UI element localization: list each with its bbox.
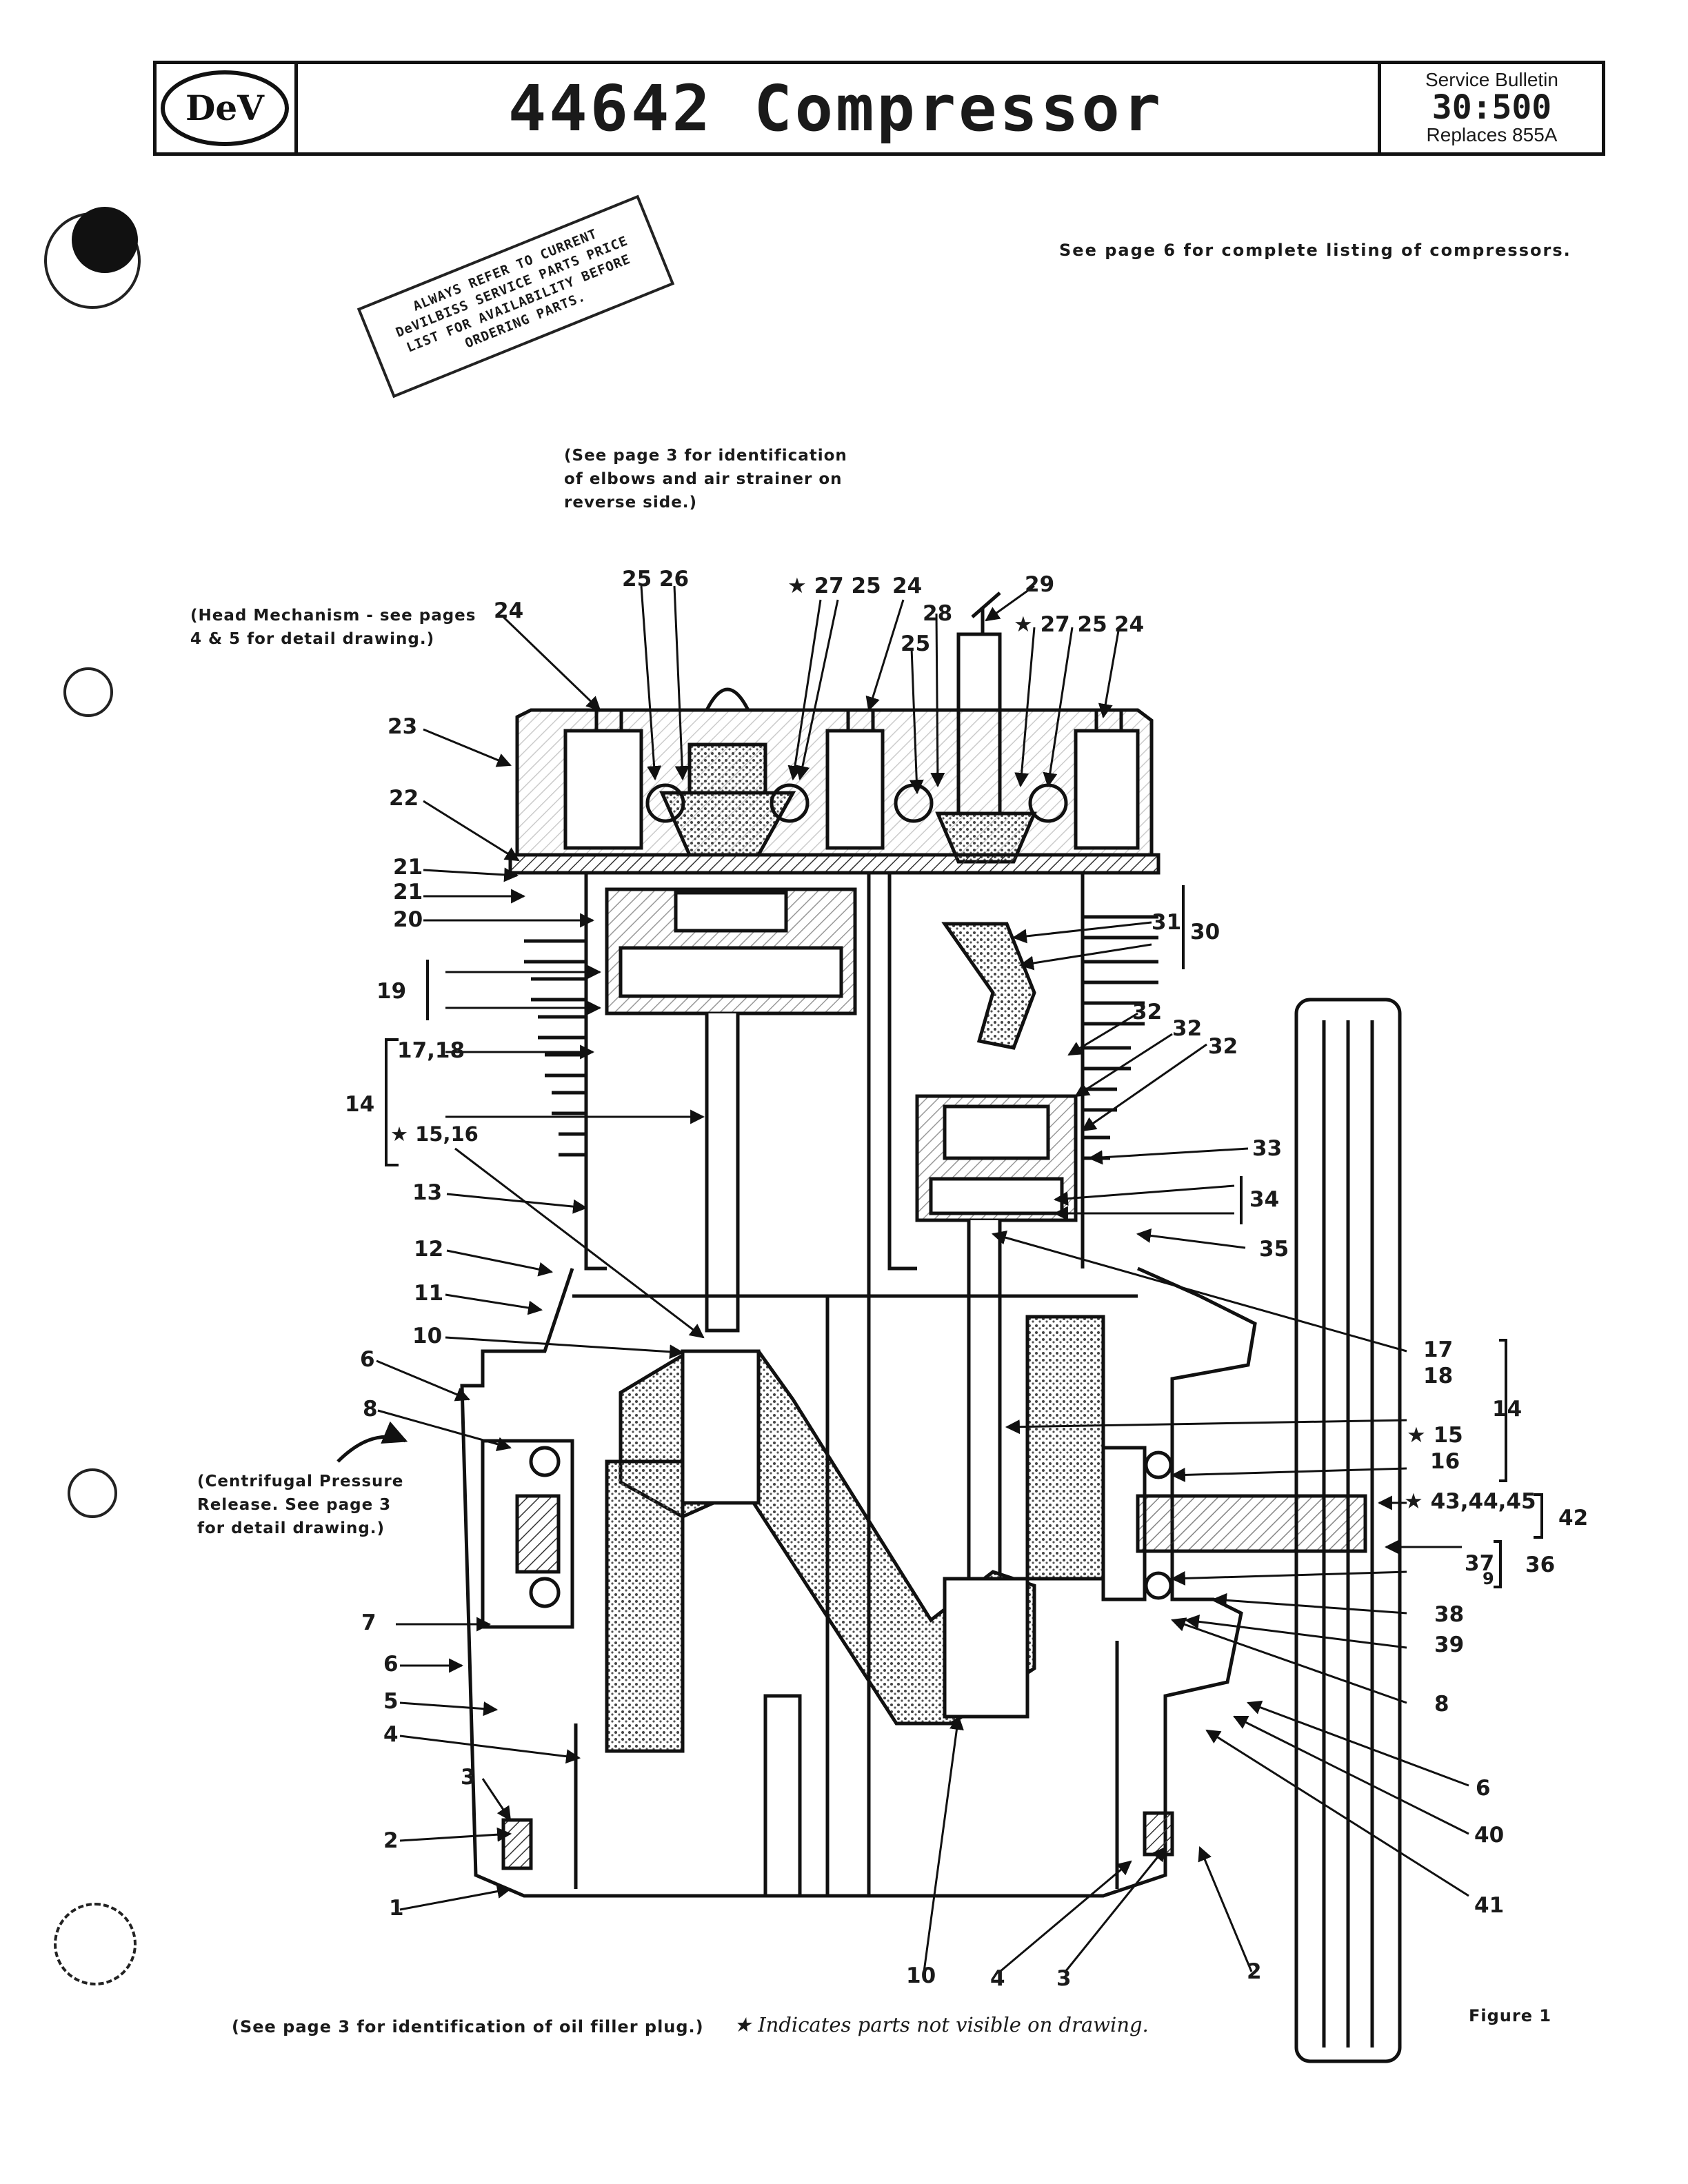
callout-40: 40 [1474, 1823, 1505, 1848]
callout-5: 5 [383, 1689, 399, 1714]
page-title: 44642 Compressor [508, 71, 1164, 145]
callout-14-right: 14 [1492, 1397, 1523, 1422]
callout-12: 12 [414, 1237, 444, 1262]
callout-18-right: 18 [1423, 1364, 1454, 1388]
callout-6-right: 6 [1476, 1776, 1491, 1801]
callout-32-b: 32 [1172, 1016, 1203, 1041]
note-head-mechanism: (Head Mechanism - see pages 4 & 5 for de… [190, 604, 476, 651]
callout-38: 38 [1434, 1602, 1465, 1627]
replaces-text: Replaces 855A [1426, 124, 1558, 145]
note-centrifugal-line-1: (Centrifugal Pressure [197, 1473, 404, 1490]
callout-24-a: 24 [494, 598, 524, 623]
callout-4-bottom: 4 [990, 1966, 1005, 1991]
note-centrifugal-line-3: for detail drawing.) [197, 1519, 385, 1537]
bulletin-number: 30:500 [1431, 88, 1552, 127]
callout-15-16: ★ 15,16 [390, 1122, 479, 1146]
devilbiss-logo: DeV [161, 70, 289, 146]
figure-label: Figure 1 [1469, 2006, 1552, 2025]
callout-2-left: 2 [383, 1828, 399, 1853]
callout-24-c: 24 [1114, 612, 1145, 637]
header-frame [153, 61, 1605, 156]
belt-pulley [1294, 998, 1402, 2063]
callout-39: 39 [1434, 1632, 1465, 1657]
callout-2-bottom: 2 [1247, 1959, 1262, 1984]
callout-21-a: 21 [393, 855, 423, 880]
callout-13: 13 [412, 1180, 443, 1205]
callout-4-left: 4 [383, 1722, 399, 1747]
cooling-fins [524, 915, 1158, 1160]
logo-box: DeV [153, 61, 298, 156]
callout-24-b: 24 [892, 574, 923, 598]
callout-8-right: 8 [1434, 1692, 1449, 1717]
callout-41: 41 [1474, 1893, 1505, 1918]
callout-43-44-45: ★ 43,44,45 [1404, 1489, 1536, 1514]
note-not-visible: ★ Indicates parts not visible on drawing… [734, 2013, 1149, 2036]
callout-17-18: 17,18 [397, 1038, 465, 1063]
note-centrifugal-line-2: Release. See page 3 [197, 1496, 392, 1514]
callout-17-right: 17 [1423, 1337, 1454, 1362]
callout-6-left: 6 [360, 1347, 375, 1372]
callout-35: 35 [1259, 1237, 1289, 1262]
bulletin-label: Service Bulletin [1425, 69, 1558, 90]
callout-20: 20 [393, 907, 423, 932]
callout-10: 10 [412, 1324, 443, 1348]
callout-9: 9 [1483, 1569, 1494, 1588]
callout-36: 36 [1525, 1553, 1556, 1577]
callout-8-left: 8 [363, 1397, 378, 1422]
callout-28: 28 [923, 601, 953, 626]
callout-27-25-b: ★ 27 25 [1014, 612, 1107, 637]
note-elbows-line-3: reverse side.) [564, 494, 698, 512]
note-compressor-listing: See page 6 for complete listing of compr… [1059, 241, 1571, 260]
callout-33: 33 [1252, 1136, 1283, 1161]
callout-34: 34 [1249, 1187, 1280, 1212]
crankcase [460, 1266, 1367, 1898]
callout-11: 11 [414, 1281, 444, 1306]
note-elbows: (See page 3 for identification of elbows… [564, 444, 847, 514]
svg-text:DeV: DeV [185, 88, 265, 128]
callout-37: 37 [1465, 1551, 1495, 1576]
bulletin-box: Service Bulletin 30:500 Replaces 855A [1378, 63, 1602, 153]
callout-3-left: 3 [461, 1765, 476, 1790]
callout-27-25-a: ★ 27 25 [787, 574, 881, 598]
callout-brackets [385, 885, 1543, 1588]
callout-6-left-b: 6 [383, 1652, 399, 1677]
callout-10-bottom: 10 [906, 1963, 936, 1988]
callout-leaders [376, 585, 1469, 1973]
note-elbows-line-1: (See page 3 for identification [564, 447, 847, 465]
centrifugal-arrow [336, 1421, 408, 1463]
callout-25-26: 25 26 [622, 567, 690, 592]
note-head-line-2: 4 & 5 for detail drawing.) [190, 630, 435, 648]
binder-hole-top-fill [72, 207, 138, 273]
callout-3-bottom: 3 [1056, 1966, 1072, 1991]
callout-23: 23 [388, 714, 418, 739]
binder-hole-3 [68, 1468, 117, 1518]
note-head-line-1: (Head Mechanism - see pages [190, 607, 476, 625]
binder-hole-2 [63, 667, 113, 717]
callout-29: 29 [1025, 572, 1055, 597]
callout-21-b: 21 [393, 880, 423, 904]
cylinder-block [508, 853, 1160, 1581]
note-centrifugal: (Centrifugal Pressure Release. See page … [197, 1470, 403, 1540]
callout-42: 42 [1558, 1506, 1589, 1530]
callout-32-c: 32 [1208, 1034, 1238, 1059]
callout-1-left: 1 [389, 1896, 404, 1921]
callout-30: 30 [1190, 920, 1220, 944]
callout-22: 22 [389, 786, 419, 811]
callout-32-a: 32 [1132, 1000, 1163, 1024]
callout-25-b: 25 [901, 631, 931, 656]
callout-16-right: 16 [1430, 1449, 1460, 1474]
callout-7: 7 [361, 1610, 376, 1635]
note-oil-filler: (See page 3 for identification of oil fi… [232, 2017, 704, 2036]
callout-19: 19 [376, 979, 407, 1004]
callout-31: 31 [1152, 910, 1182, 935]
callout-15-right: ★ 15 [1407, 1423, 1463, 1448]
note-elbows-line-2: of elbows and air strainer on [564, 470, 843, 488]
binder-hole-4 [54, 1903, 137, 1985]
callout-14: 14 [345, 1092, 375, 1117]
